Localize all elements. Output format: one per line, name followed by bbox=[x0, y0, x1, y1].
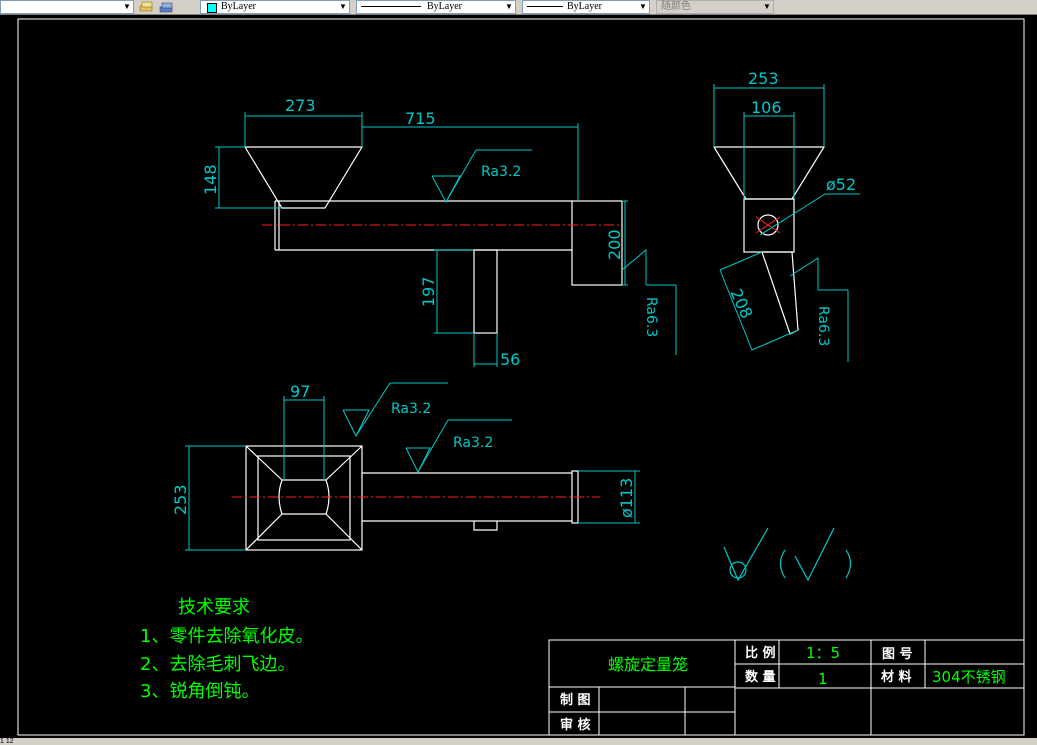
title-block bbox=[548, 639, 1025, 736]
color-swatch-icon bbox=[207, 3, 217, 13]
plotstyle-dropdown[interactable]: 随颜色 ▼ bbox=[656, 0, 774, 14]
layer-states-icon[interactable] bbox=[138, 0, 178, 14]
plan-view-labels: 97 Ra3.2 Ra3.2 253 ø113 bbox=[171, 382, 636, 518]
dim-hopper-height: 148 bbox=[201, 164, 220, 195]
plan-view-dims bbox=[185, 382, 640, 551]
technical-requirements: 技术要求 1、零件去除氧化皮。 2、去除毛刺飞边。 3、锐角倒钝。 bbox=[140, 597, 313, 702]
drawn-label: 制 图 bbox=[560, 692, 591, 708]
tech-req-item: 2、去除毛刺飞边。 bbox=[140, 654, 295, 675]
qty-label: 数 量 bbox=[745, 669, 776, 685]
dim-flange-height: 200 bbox=[605, 229, 624, 260]
dim-side-pipe: 208 bbox=[726, 286, 756, 322]
dim-overall-length: 715 bbox=[405, 109, 436, 128]
layer-tools bbox=[138, 0, 178, 14]
color-dropdown-value: ByLayer bbox=[221, 1, 256, 12]
dwg-no-label: 图 号 bbox=[882, 647, 913, 662]
part-name: 螺旋定量笼 bbox=[608, 655, 688, 674]
ra-side: Ra6.3 bbox=[815, 306, 831, 346]
front-view-labels: 273 715 Ra3.2 56 148 200 197 Ra6.3 bbox=[201, 96, 659, 369]
material-value: 304不锈钢 bbox=[932, 668, 1006, 686]
chevron-down-icon[interactable]: ▼ bbox=[123, 2, 131, 11]
dim-top-width: 273 bbox=[285, 96, 316, 115]
qty-value: 1 bbox=[818, 670, 828, 688]
side-view-dims bbox=[713, 84, 860, 362]
linetype-sample bbox=[361, 6, 421, 7]
tech-req-item: 3、锐角倒钝。 bbox=[140, 681, 259, 702]
dim-hole-dia: ø52 bbox=[826, 175, 856, 194]
ra-plan-1: Ra3.2 bbox=[391, 401, 431, 417]
linetype-dropdown-value: ByLayer bbox=[427, 1, 462, 12]
plotstyle-dropdown-value: 随颜色 bbox=[661, 1, 691, 12]
tech-req-title: 技术要求 bbox=[178, 597, 250, 618]
scale-label: 比 例 bbox=[745, 645, 776, 661]
properties-toolbar: ▼ ByLayer ▼ ByLayer ▼ ByLayer ▼ 随颜色 ▼ bbox=[0, 0, 1037, 15]
tech-req-item: 1、零件去除氧化皮。 bbox=[140, 626, 313, 647]
dim-pipe-dia: ø113 bbox=[617, 478, 636, 518]
layer-dropdown[interactable]: ▼ bbox=[0, 0, 134, 14]
chevron-down-icon[interactable]: ▼ bbox=[505, 2, 513, 11]
chevron-down-icon[interactable]: ▼ bbox=[339, 2, 347, 11]
dim-side-inner: 106 bbox=[751, 98, 782, 117]
plan-view bbox=[245, 445, 579, 551]
ra-plan-2: Ra3.2 bbox=[453, 435, 493, 451]
status-text: 1 12 bbox=[0, 738, 14, 745]
status-bar: 1 12 bbox=[0, 738, 1037, 745]
roughness-symbol-general bbox=[723, 527, 852, 582]
side-view bbox=[713, 146, 826, 335]
linetype-dropdown[interactable]: ByLayer ▼ bbox=[356, 0, 516, 14]
lineweight-dropdown-value: ByLayer bbox=[567, 1, 602, 12]
front-view-dims bbox=[215, 112, 677, 367]
material-label: 材 料 bbox=[881, 669, 912, 685]
ra-flange: Ra6.3 bbox=[643, 297, 659, 337]
dim-side-width: 253 bbox=[748, 69, 779, 88]
dim-outlet-height: 197 bbox=[419, 276, 438, 307]
lineweight-sample bbox=[527, 6, 563, 7]
dim-outlet-width: 56 bbox=[500, 350, 520, 369]
checked-label: 审 核 bbox=[560, 717, 591, 733]
chevron-down-icon[interactable]: ▼ bbox=[639, 2, 647, 11]
dim-plan-opening: 97 bbox=[290, 382, 310, 401]
drawing-frame bbox=[17, 18, 1025, 736]
color-dropdown[interactable]: ByLayer ▼ bbox=[200, 0, 350, 14]
scale-value: 1：5 bbox=[806, 644, 840, 662]
hole-centerline bbox=[755, 216, 781, 234]
title-block-text: 螺旋定量笼 比 例 1：5 数 量 1 图 号 材 料 304不锈钢 制 图 审… bbox=[560, 644, 1006, 733]
ra-top: Ra3.2 bbox=[481, 164, 521, 180]
dim-plan-width: 253 bbox=[171, 484, 190, 515]
side-view-labels: 253 106 ø52 208 Ra6.3 bbox=[726, 69, 856, 346]
chevron-down-icon[interactable]: ▼ bbox=[763, 2, 771, 11]
lineweight-dropdown[interactable]: ByLayer ▼ bbox=[522, 0, 650, 14]
front-view bbox=[244, 146, 623, 334]
